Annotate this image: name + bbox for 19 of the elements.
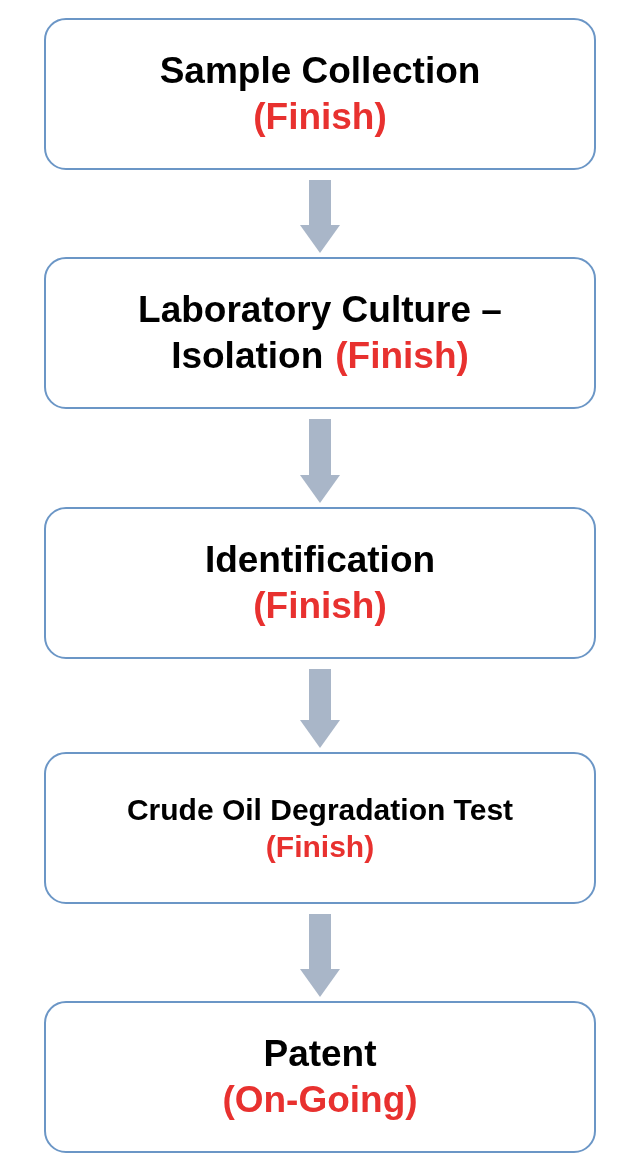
process-box [44,752,596,904]
step-title: Laboratory Culture – [138,287,502,332]
step-title: Sample Collection [159,48,481,93]
arrow [300,419,340,503]
process-box [44,18,596,170]
status-text: (On-Going) [222,1078,418,1122]
status-text: (Finish) [253,95,387,139]
step-title: Identification [204,537,436,582]
status-text: (Finish) [335,334,469,378]
status-text: (Finish) [253,584,387,628]
status-text: (Finish) [265,829,375,865]
process-box [44,507,596,659]
process-box [44,1001,596,1153]
step-title: Patent [263,1031,377,1076]
arrow [300,180,340,253]
step-title: Crude Oil Degradation Test [126,791,514,828]
step-title: Isolation [171,334,324,378]
arrow [300,669,340,748]
process-box [44,257,596,409]
